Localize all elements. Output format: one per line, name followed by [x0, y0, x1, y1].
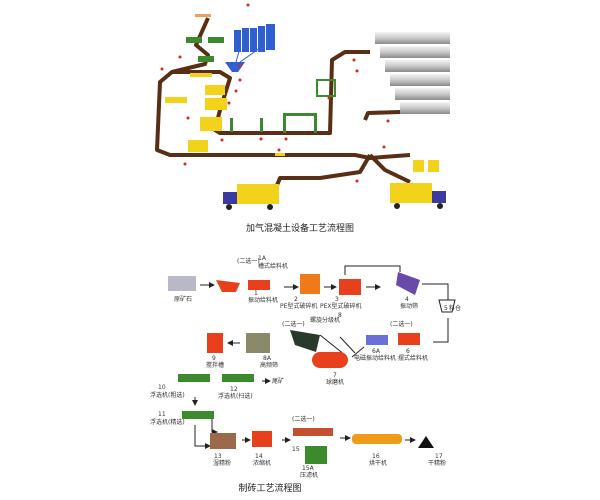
- label-10-num: 10: [158, 384, 166, 391]
- label-15a-num: 15A: [302, 465, 315, 472]
- label-3-name: PEX型式破碎机: [320, 302, 362, 310]
- label-2-num: 2: [294, 296, 298, 303]
- vibrating-feeder: [216, 280, 240, 292]
- label-6-num: 6: [406, 348, 410, 355]
- label-12-name: 浮选机(扫选): [218, 392, 253, 400]
- label-12-num: 12: [230, 386, 238, 393]
- pex-crusher: [339, 279, 361, 295]
- silos: [225, 24, 275, 72]
- label-1-num: 1: [254, 290, 258, 297]
- label-13-name: 湿精粉: [213, 459, 231, 467]
- thickener: [252, 431, 272, 447]
- label-1-name: 振动给料机: [248, 296, 278, 304]
- bin: [438, 299, 456, 313]
- mixers: [186, 14, 336, 133]
- flotation-rougher: [178, 374, 210, 382]
- flow-arrows: [192, 265, 449, 449]
- label-8a-num: 8A: [263, 355, 272, 362]
- pe-crusher: [300, 274, 320, 294]
- label-6-name: 摆式给料机: [398, 354, 428, 362]
- flotation-cleaner: [182, 411, 214, 419]
- label-8a-name: 高频筛: [260, 361, 278, 369]
- label-9-name: 搅拌槽: [206, 361, 224, 369]
- wet-concentrate: [210, 433, 236, 449]
- label-15a-name: 压滤机: [300, 471, 318, 479]
- label-6a-num: 6A: [372, 348, 381, 355]
- flotation-scavenger: [222, 374, 254, 382]
- label-1a-name: 槽式给料机: [258, 262, 288, 270]
- electromagnetic-feeder: [366, 335, 388, 345]
- agitation-tank: [207, 333, 223, 353]
- label-13-num: 13: [214, 453, 222, 460]
- label-choose-one-4: (二选一): [292, 415, 315, 423]
- trough-feeder: [248, 280, 270, 290]
- label-choose-one-1: (二选一): [237, 257, 260, 265]
- step-labels: 原矿石 (二选一) 1A 槽式给料机 1 振动给料机 2 PE型式破碎机 3 P…: [150, 255, 461, 479]
- label-5-name: 料仓: [449, 304, 461, 312]
- label-9-num: 9: [212, 355, 216, 362]
- label-10-name: 浮选机(粗选): [150, 391, 185, 399]
- spiral-classifier: [290, 330, 320, 352]
- label-11-num: 11: [158, 411, 166, 418]
- truck-left: [223, 184, 279, 210]
- label-8-name: 螺旋分级机: [310, 316, 340, 324]
- vibrating-screen: [396, 272, 420, 295]
- machines: [168, 272, 456, 464]
- filter-press: [305, 446, 327, 464]
- brick-process-diagram: 原矿石 (二选一) 1A 槽式给料机 1 振动给料机 2 PE型式破碎机 3 P…: [150, 255, 461, 494]
- label-choose-one-3: (二选一): [282, 320, 305, 328]
- label-tailings: 尾矿: [272, 377, 284, 385]
- label-4-num: 4: [405, 296, 409, 303]
- high-frequency-screen: [246, 333, 270, 353]
- stations: [160, 3, 390, 183]
- molds: [165, 73, 439, 172]
- label-6a-name: 电磁振动给料机: [354, 354, 396, 362]
- label-raw-ore: 原矿石: [174, 295, 192, 303]
- truck-right: [390, 183, 446, 209]
- label-14-num: 14: [255, 453, 263, 460]
- label-8-num: 8: [338, 312, 342, 319]
- label-4-name: 振动筛: [400, 302, 418, 310]
- aerated-concrete-diagram: 加气混凝土设备工艺流程图: [155, 3, 450, 234]
- label-7-name: 球磨机: [326, 378, 344, 386]
- label-15-num: 15: [292, 446, 300, 453]
- label-11-name: 浮选机(精选): [150, 418, 185, 426]
- ball-mill: [312, 352, 348, 368]
- filter-15: [293, 428, 333, 436]
- dry-concentrate: [418, 436, 434, 448]
- conveyor-line: [155, 17, 411, 191]
- label-7-num: 7: [333, 372, 337, 379]
- dryer: [352, 434, 402, 444]
- label-2-name: PE型式破碎机: [280, 302, 317, 310]
- bottom-diagram-title: 制砖工艺流程图: [238, 482, 301, 494]
- label-1a-num: 1A: [258, 255, 267, 262]
- label-16-name: 烘干机: [369, 459, 387, 467]
- raw-ore-image: [168, 276, 196, 291]
- label-16-num: 16: [372, 453, 380, 460]
- label-14-name: 浓缩机: [253, 459, 271, 467]
- top-diagram-title: 加气混凝土设备工艺流程图: [246, 222, 354, 234]
- label-17-num: 17: [435, 453, 443, 460]
- label-choose-one-2: (二选一): [390, 320, 413, 328]
- pendulum-feeder: [398, 333, 420, 345]
- label-17-name: 干精粉: [428, 459, 446, 467]
- autoclaves: [375, 32, 450, 114]
- label-3-num: 3: [335, 296, 339, 303]
- label-5-num: 5: [444, 305, 448, 312]
